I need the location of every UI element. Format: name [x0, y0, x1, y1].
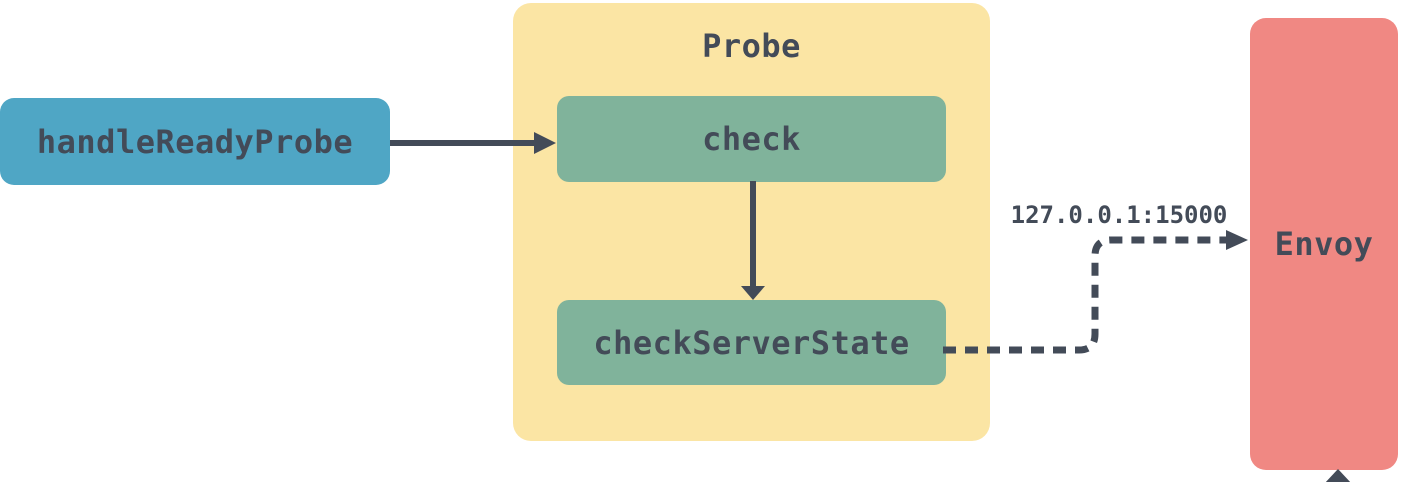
node-check-label: check — [702, 120, 801, 158]
arrow-head-icon — [1325, 469, 1351, 482]
arrow-head-icon — [1226, 230, 1248, 250]
node-check-server-state-label: checkServerState — [593, 323, 910, 362]
group-probe-title: Probe — [702, 27, 801, 65]
node-check: check — [557, 96, 946, 182]
node-envoy-label: Envoy — [1274, 225, 1374, 263]
edge-label-envoy-admin-address: 127.0.0.1:15000 — [1010, 201, 1228, 229]
node-handle-ready-probe: handleReadyProbe — [0, 98, 390, 185]
node-envoy: Envoy — [1250, 18, 1398, 470]
node-handle-ready-probe-label: handleReadyProbe — [36, 122, 354, 161]
node-check-server-state: checkServerState — [557, 300, 946, 385]
arrow-bottom-into-envoy — [1325, 469, 1351, 482]
